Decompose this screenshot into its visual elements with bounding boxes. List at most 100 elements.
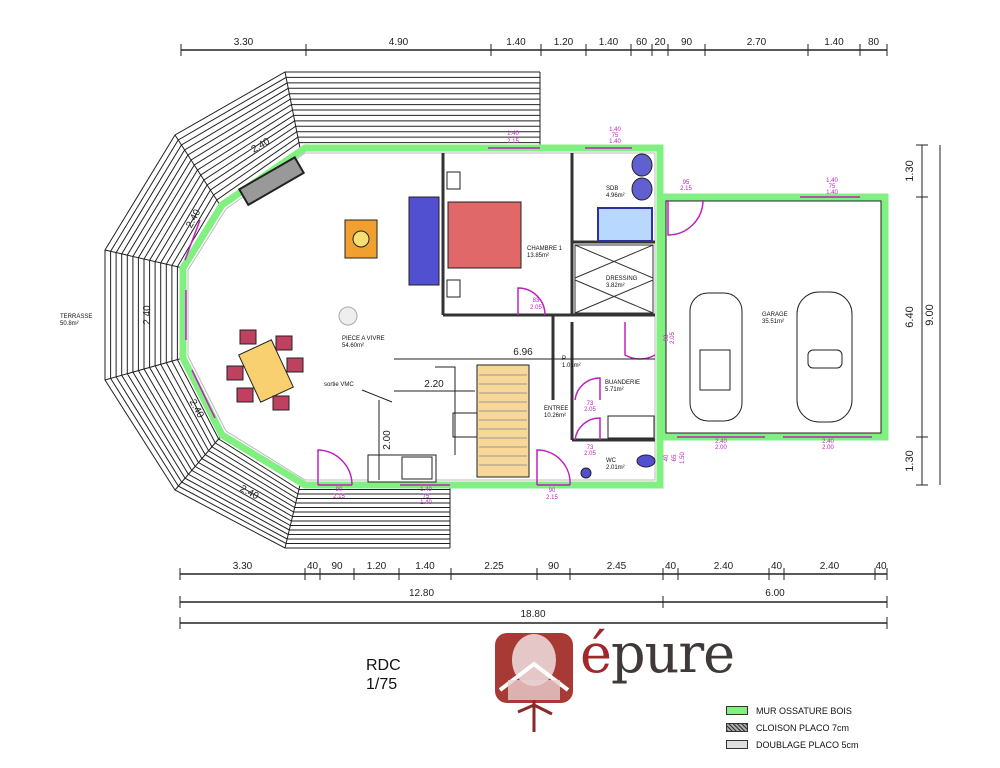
dimension-label: 40 — [307, 561, 319, 572]
stair-treads — [479, 374, 527, 466]
opening-dimension: 90 — [549, 488, 556, 494]
garage-inner-line — [665, 200, 882, 434]
deck-board — [143, 109, 540, 517]
dimension-label: 90 — [681, 37, 693, 48]
room-area: 1.01m² — [562, 363, 581, 369]
opening-dimension: 2.05 — [530, 305, 542, 311]
room-name: SDB — [606, 186, 618, 192]
terrace-dim: 2.40 — [250, 136, 273, 155]
staircase — [476, 364, 530, 478]
dimension-label: 4.90 — [389, 37, 409, 48]
opening-dimension: 1.40 — [826, 190, 838, 196]
scale-label: 1/75 — [366, 676, 398, 693]
dim-2-20: 2.20 — [424, 379, 444, 390]
deck-joint — [104, 357, 184, 381]
opening-dimension: 83 — [533, 298, 540, 304]
deck-joint — [174, 434, 223, 491]
plant — [338, 306, 358, 326]
room-name: WC — [606, 458, 617, 464]
dimension-label: 2.25 — [484, 561, 504, 572]
room-name: CHAMBRE 1 — [527, 246, 563, 252]
vertical-dimension: 1.30 — [904, 160, 916, 181]
deck-joint — [174, 134, 221, 206]
dimension-label: 2.70 — [747, 37, 767, 48]
dimension-label: 1.20 — [554, 37, 574, 48]
deck-board — [126, 93, 540, 531]
vertical-dimension: 1.30 — [904, 450, 916, 471]
opening-dimension: 2.15 — [507, 139, 519, 145]
opening-dimension: 1.40 — [609, 139, 621, 145]
opening-dimension: 90 — [336, 487, 343, 493]
opening-dimension: 93 — [664, 334, 670, 341]
deck-joint — [284, 71, 301, 149]
room-area: 35.51m² — [762, 319, 784, 325]
sink — [631, 177, 653, 201]
opening-dimension: 73 — [587, 401, 594, 407]
car-left — [689, 292, 743, 422]
washer — [607, 415, 655, 439]
room-name: GARAGE — [762, 312, 788, 318]
deck-board — [132, 98, 540, 526]
room-area: 4.96m² — [606, 193, 625, 199]
openings — [184, 147, 872, 486]
terrace-decking — [104, 71, 541, 549]
vertical-dimension: 6.40 — [904, 306, 916, 327]
deck-board — [137, 104, 540, 522]
logo-wordmark: épure — [580, 622, 735, 685]
deck-board — [115, 82, 540, 540]
deck-joint — [104, 249, 184, 269]
opening-dimension: 1.40 — [420, 500, 432, 506]
toilet — [636, 454, 656, 468]
sink — [631, 153, 653, 177]
room-area: 10.26m² — [544, 413, 566, 419]
legend: MUR OSSATURE BOIS CLOISON PLACO 7cm DOUB… — [726, 702, 859, 753]
deck-board — [121, 87, 540, 535]
opening-dimension: 2.05 — [670, 332, 676, 344]
room-area: 13.85m² — [527, 253, 549, 259]
dimension-label: 60 — [636, 37, 648, 48]
vmc-label: sortie VMC — [324, 382, 354, 388]
dimension-label: 1.40 — [506, 37, 526, 48]
nightstand — [446, 171, 461, 190]
overall-dimension: 18.80 — [520, 609, 545, 620]
bed — [447, 201, 522, 269]
opening-dimension: 75 — [612, 133, 619, 139]
opening-dimension: 2.15 — [680, 186, 692, 192]
opening-dimension: 2.00 — [822, 445, 834, 451]
dimension-label: 40 — [771, 561, 783, 572]
vertical-dimension-total: 9.00 — [924, 304, 936, 325]
dimension-label: 2.45 — [607, 561, 627, 572]
dimension-label: 90 — [548, 561, 560, 572]
dimension-label: 2.40 — [820, 561, 840, 572]
opening-dimension: 2.40 — [715, 439, 727, 445]
dimension-label: 6.00 — [765, 588, 785, 599]
wardrobe — [408, 196, 440, 286]
dimension-label: 2.40 — [714, 561, 734, 572]
opening-dimension: 2.15 — [333, 494, 345, 500]
room-area: 3.82m² — [606, 283, 625, 289]
deck-board — [176, 142, 540, 490]
dimension-label: 3.30 — [234, 37, 254, 48]
dimension-label: 12.80 — [409, 588, 434, 599]
opening-dimension: 2.05 — [584, 451, 596, 457]
deck-board — [160, 125, 540, 504]
dimension-label: 90 — [331, 561, 343, 572]
opening-dimension: 40 — [664, 454, 670, 461]
opening-dimension: 65 — [672, 454, 678, 461]
dimension-label: 20 — [654, 37, 666, 48]
opening-dimension: 2.15 — [546, 495, 558, 501]
opening-dimension: 1.40 — [826, 178, 838, 184]
opening-dimension: 1.40 — [609, 127, 621, 133]
deck-board — [165, 131, 540, 499]
dimension-label: 80 — [868, 37, 880, 48]
opening-dimension: 2.40 — [822, 439, 834, 445]
opening-dimension: 75 — [423, 494, 430, 500]
legend-item: CLOISON PLACO 7cm — [726, 719, 859, 736]
room-name: DRESSING — [606, 276, 638, 282]
opening-dimension: 1.50 — [680, 452, 686, 464]
dim-6-96: 6.96 — [513, 347, 533, 358]
opening-dimension: 2.05 — [584, 407, 596, 413]
shower — [597, 207, 653, 242]
opening-dimension: 75 — [829, 184, 836, 190]
lamp — [352, 230, 370, 248]
